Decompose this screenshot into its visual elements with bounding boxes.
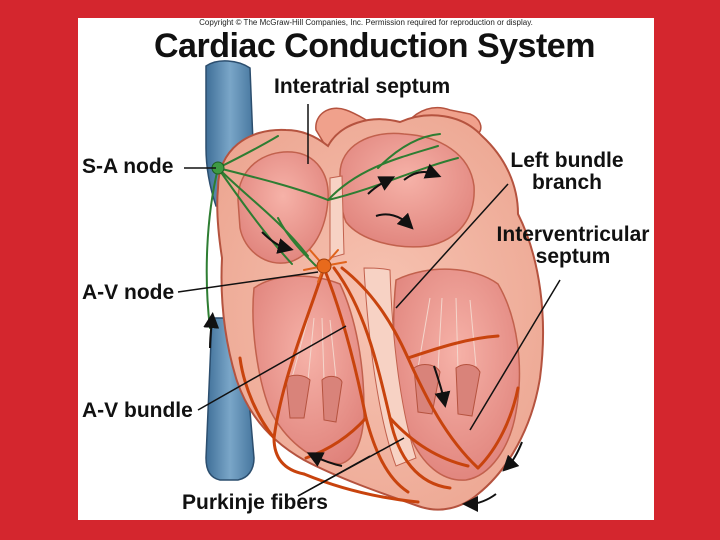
label-interventricular-septum-line1: Interventricular <box>496 223 650 246</box>
papillary-muscles <box>285 364 481 423</box>
av-node-fibers <box>303 249 347 283</box>
purkinje-network <box>238 266 520 504</box>
av-node <box>316 258 332 274</box>
interventricular-septum-wall <box>363 267 417 467</box>
page-title: Cardiac Conduction System <box>154 27 595 65</box>
label-av-node: A-V node <box>82 281 175 304</box>
slide: Copyright © The McGraw-Hill Companies, I… <box>78 18 654 520</box>
label-left-bundle-branch: Left bundle branch <box>502 150 632 194</box>
sa-node-fibers <box>205 133 459 329</box>
heart-illustration <box>177 60 561 512</box>
label-left-bundle-branch-line2: branch <box>531 171 602 194</box>
label-av-bundle: A-V bundle <box>82 399 193 422</box>
conduction-arrows <box>203 163 523 512</box>
label-interatrial-septum: Interatrial septum <box>274 75 451 98</box>
label-sa-node: S-A node <box>82 155 174 178</box>
label-left-bundle-branch-line1: Left bundle <box>510 149 624 172</box>
label-interventricular-septum: Interventricular septum <box>492 224 654 268</box>
label-purkinje-fibers: Purkinje fibers <box>182 491 328 514</box>
leader-lines <box>177 104 561 497</box>
copyright-notice: Copyright © The McGraw-Hill Companies, I… <box>199 18 533 27</box>
chordae-tendineae <box>291 297 477 381</box>
label-interventricular-septum-line2: septum <box>535 245 611 268</box>
left-atrium <box>339 132 475 248</box>
